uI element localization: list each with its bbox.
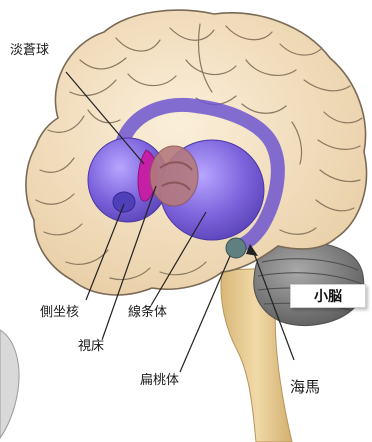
label-hippocampus: 海馬	[290, 380, 320, 395]
label-amygdala: 扁桃体	[140, 374, 179, 387]
label-striatum: 線条体	[128, 306, 167, 319]
label-globus-pallidus: 淡蒼球	[10, 44, 49, 57]
label-cerebellum: 小脳	[290, 284, 366, 308]
background-gray-shape	[0, 330, 19, 438]
thalamus-shape	[150, 146, 198, 206]
label-nucleus-accumbens: 側坐核	[40, 306, 79, 319]
nucleus-accumbens-shape	[113, 192, 135, 212]
amygdala-shape	[226, 238, 246, 258]
label-thalamus: 視床	[78, 340, 104, 353]
